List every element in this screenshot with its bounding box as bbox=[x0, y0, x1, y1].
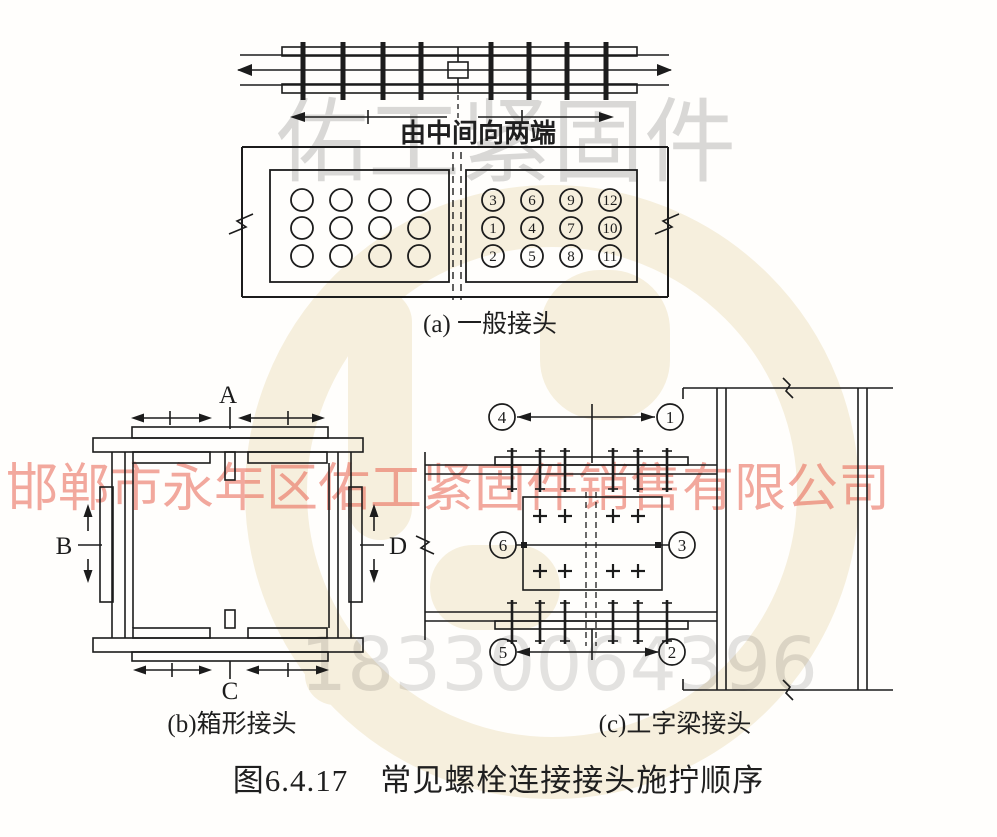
bolt-number: 5 bbox=[528, 249, 536, 265]
bolt-number: 7 bbox=[567, 221, 575, 237]
tightening-direction-arrows bbox=[290, 110, 614, 124]
numbered-bolt-holes: 3 6 9 12 1 4 7 10 2 5 8 11 bbox=[481, 188, 622, 268]
general-joint-side-view bbox=[237, 42, 672, 126]
side-label-right: D bbox=[389, 533, 407, 560]
bolt-number: 3 bbox=[489, 193, 497, 209]
column bbox=[682, 377, 893, 701]
seq-number: 3 bbox=[678, 536, 687, 555]
general-joint-plan-view: 3 6 9 12 1 4 7 10 2 5 8 11 bbox=[228, 146, 680, 300]
logo-watermark-stroke bbox=[430, 545, 560, 630]
caption-a: (a) 一般接头 bbox=[423, 311, 557, 338]
bottom-flange-bolts bbox=[510, 600, 669, 644]
bolt-number: 12 bbox=[603, 193, 618, 209]
seq-number: 1 bbox=[666, 408, 675, 427]
bolt-number: 6 bbox=[528, 193, 536, 209]
ibeam-joint: 4 1 6 3 5 2 bbox=[415, 377, 893, 701]
side-label-bottom: C bbox=[222, 678, 239, 705]
box-joint: A B C D bbox=[56, 382, 407, 705]
side-label-top: A bbox=[219, 382, 237, 409]
seq-number: 5 bbox=[499, 643, 508, 662]
bolt-number: 8 bbox=[567, 249, 575, 265]
side-label-left: B bbox=[56, 533, 73, 560]
bolt-number: 4 bbox=[528, 221, 536, 237]
bolt-number: 2 bbox=[489, 249, 497, 265]
side-view-bolts bbox=[300, 42, 609, 100]
bottom-bolt-ticks bbox=[507, 602, 672, 642]
plain-bolt-holes bbox=[290, 188, 431, 268]
seq-number: 6 bbox=[499, 536, 508, 555]
logo-watermark-stroke bbox=[305, 645, 365, 705]
break-mark bbox=[228, 213, 254, 235]
caption-c: (c)工字梁接头 bbox=[598, 711, 752, 738]
logo-watermark-stroke bbox=[348, 290, 412, 540]
direction-label: 由中间向两端 bbox=[399, 119, 556, 148]
top-flange-bolts bbox=[510, 448, 669, 492]
bolt-number: 10 bbox=[603, 221, 618, 237]
figure-caption: 图6.4.17 常见螺栓连接接头施拧顺序 bbox=[232, 763, 765, 798]
company-watermark: 邯郸市永年区佑工紧固件销售有限公司 bbox=[6, 461, 891, 518]
logo-watermark-stroke bbox=[540, 270, 670, 420]
bolt-number: 9 bbox=[567, 193, 575, 209]
sequence-circles: 4 1 6 3 5 2 bbox=[488, 403, 696, 666]
caption-b: (b)箱形接头 bbox=[167, 711, 297, 738]
bolt-number: 1 bbox=[489, 221, 497, 237]
web-bolts bbox=[533, 509, 645, 578]
bolt-number: 11 bbox=[603, 249, 617, 265]
brand-watermark: 佑工紧固件 bbox=[276, 92, 737, 194]
break-mark bbox=[415, 535, 435, 555]
break-mark bbox=[782, 377, 794, 399]
seq-number: 4 bbox=[498, 408, 507, 427]
break-mark bbox=[782, 679, 794, 701]
break-mark bbox=[654, 213, 680, 235]
seq-number: 2 bbox=[668, 643, 677, 662]
top-bolt-ticks bbox=[507, 450, 672, 490]
